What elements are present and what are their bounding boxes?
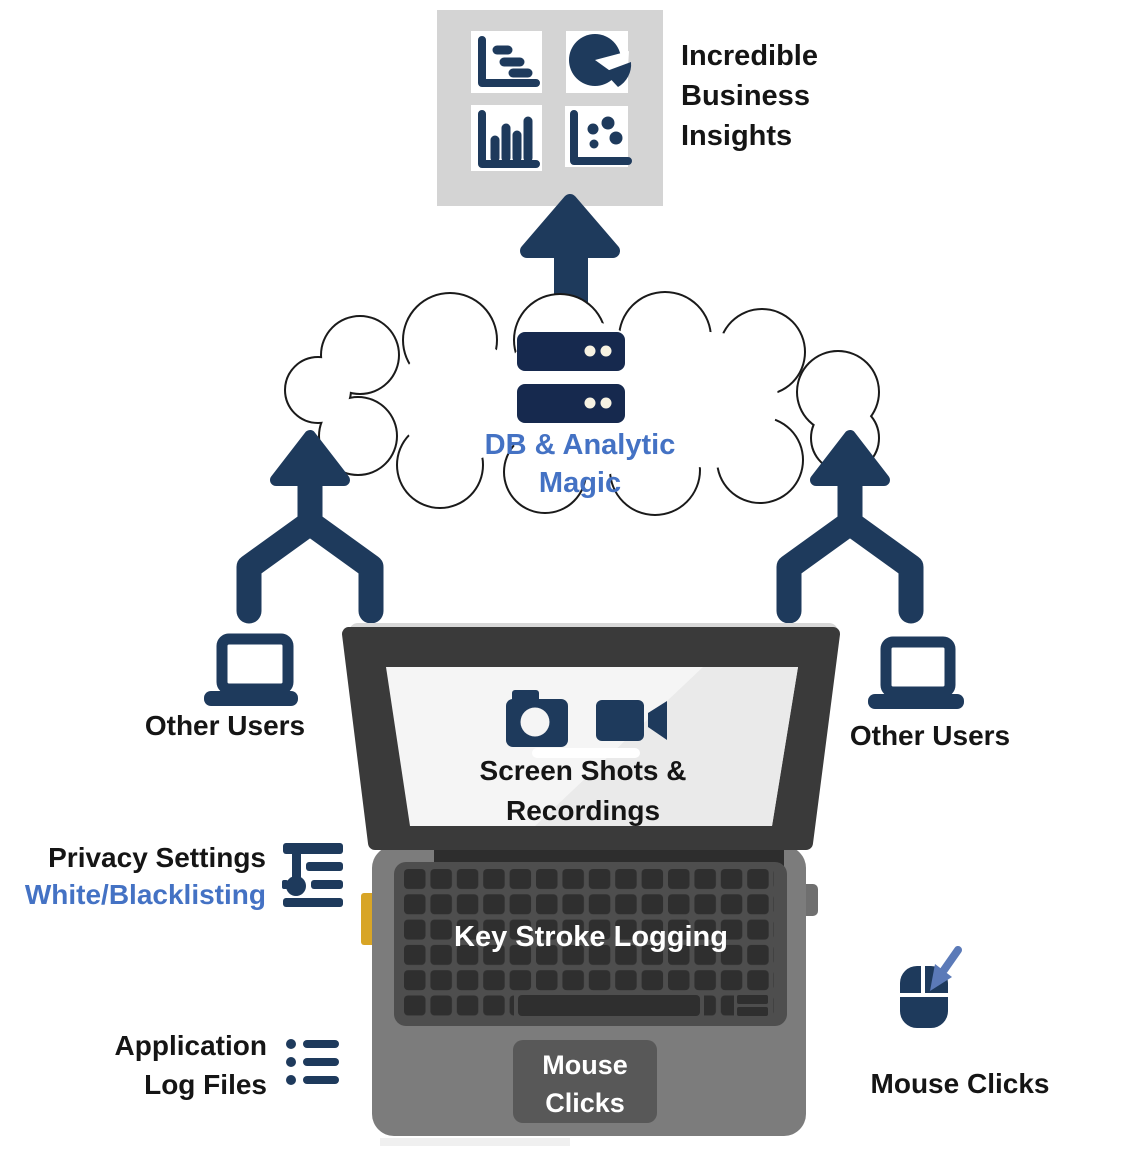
application-log-files-label: Application Log Files: [114, 1030, 267, 1100]
cloud-label: DB & Analytic Magic: [484, 429, 676, 499]
video-camera-icon: [596, 700, 667, 741]
hbar-chart-icon: [478, 36, 540, 87]
insights-box: [437, 10, 663, 206]
mouse-clicks-label: Mouse Clicks: [870, 1068, 1050, 1099]
trackpad-label: Mouse Clicks: [542, 1050, 628, 1118]
laptop-keyboard: [394, 862, 787, 1026]
bullet-list-icon: [286, 1039, 339, 1085]
server-stack: [517, 332, 625, 423]
laptop-small-icon: [204, 633, 298, 706]
server-icon: [517, 332, 625, 371]
vbar-chart-icon: [478, 110, 540, 168]
privacy-settings-label: Privacy Settings: [48, 842, 266, 873]
other-users-left-label: Other Users: [144, 710, 306, 741]
pie-chart-icon: [569, 34, 632, 87]
laptop-reflection: [380, 1138, 570, 1146]
laptop-small-icon: [868, 636, 964, 709]
keyboard-label: Key Stroke Logging: [454, 921, 728, 953]
screen-label: Screen Shots & Recordings: [479, 755, 687, 826]
laptop: [342, 623, 840, 1146]
mouse-click-cursor-icon: [900, 946, 962, 1028]
sliders-privacy-icon: [282, 843, 343, 907]
laptop-trackpad: [513, 1040, 657, 1123]
insights-label: Incredible Business Insights: [681, 40, 818, 152]
whitelist-blacklist-label: White/Blacklisting: [24, 879, 266, 910]
server-icon: [517, 384, 625, 423]
laptop-screen: [342, 623, 840, 850]
other-users-right-label: Other Users: [849, 720, 1011, 751]
merge-arrow-right-icon: [776, 430, 924, 624]
scatter-chart-icon: [570, 110, 632, 165]
camera-icon: [506, 690, 568, 747]
yellow-accent: [361, 893, 375, 945]
merge-arrow-left-icon: [236, 430, 384, 624]
